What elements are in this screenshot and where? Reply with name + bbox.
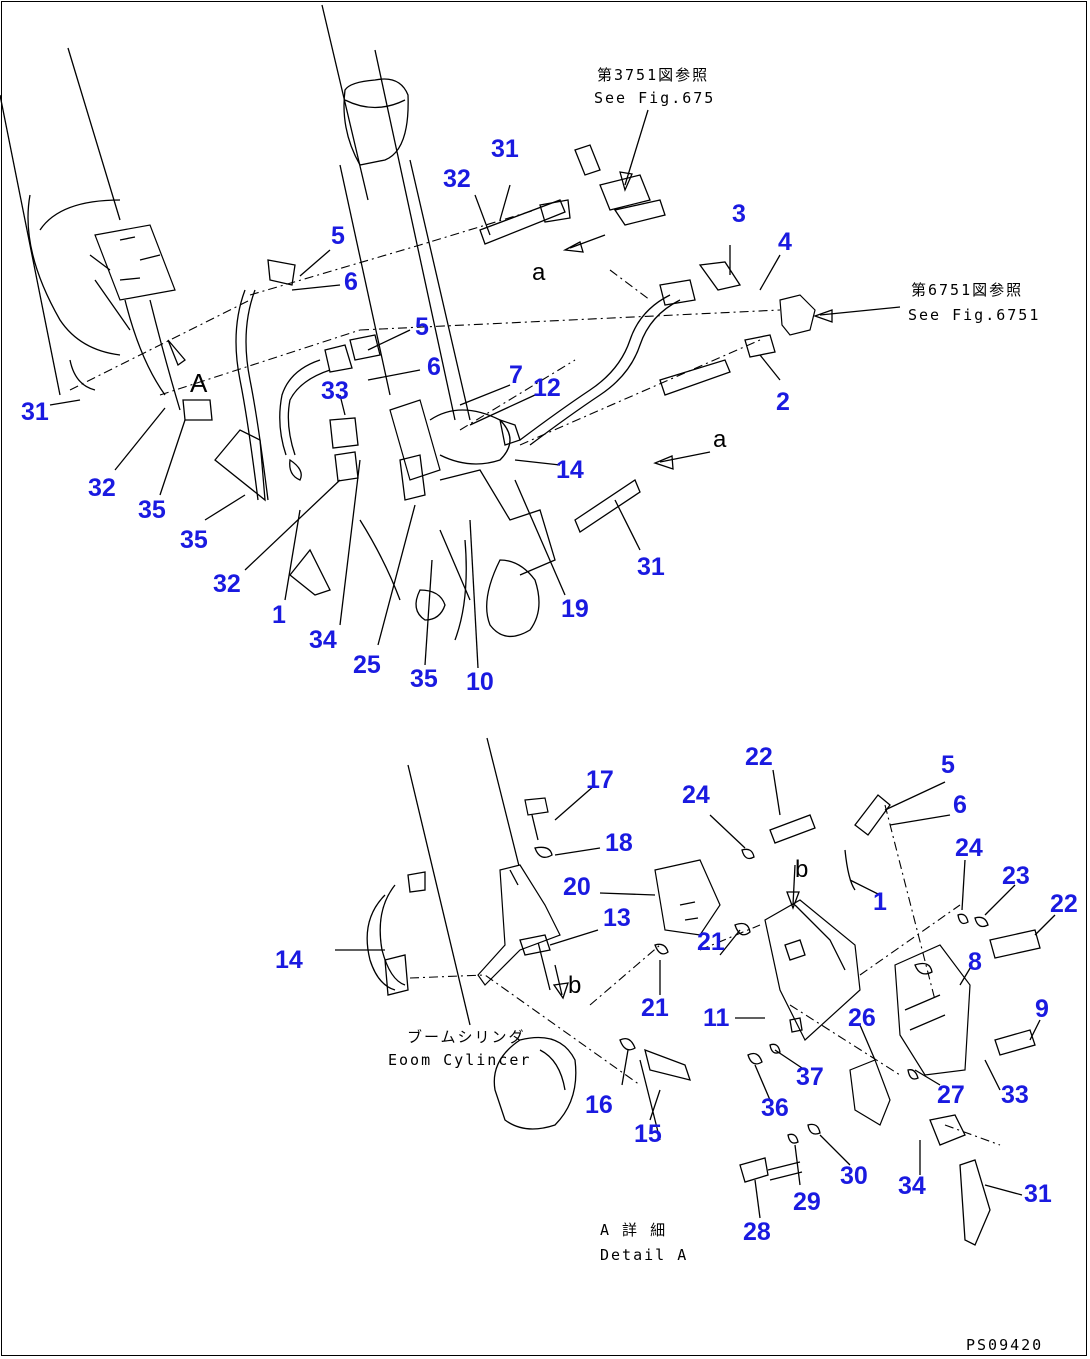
callout-upper-19: 19 (561, 595, 589, 623)
callout-lower-20: 20 (563, 873, 591, 901)
callout-lower-9: 9 (1035, 995, 1049, 1023)
callout-upper-35b: 35 (180, 526, 208, 554)
callout-upper-32a: 32 (443, 165, 471, 193)
callout-upper-6b: 6 (427, 353, 441, 381)
callout-upper-32b: 32 (88, 474, 116, 502)
callout-lower-24a: 24 (682, 781, 710, 809)
callout-lower-1: 1 (873, 888, 887, 916)
callout-upper-31b: 31 (21, 398, 49, 426)
section-mark-A: A (190, 368, 208, 398)
callout-lower-33: 33 (1001, 1081, 1029, 1109)
section-mark-b-2: b (568, 972, 581, 999)
callout-upper-5b: 5 (415, 313, 429, 341)
callout-lower-5: 5 (941, 751, 955, 779)
section-mark-b-1: b (795, 856, 808, 883)
callout-upper-7: 7 (509, 361, 523, 389)
callout-lower-21b: 21 (697, 928, 725, 956)
section-mark-a-2: a (713, 426, 727, 453)
drawing-code: PS09420 (966, 1336, 1043, 1354)
boom-cylinder-lower (407, 737, 577, 1130)
callout-upper-35a: 35 (138, 496, 166, 524)
callout-lower-21a: 21 (641, 994, 669, 1022)
callout-lower-36: 36 (761, 1094, 789, 1122)
callout-leaders-lower (335, 769, 1056, 1219)
ref-upper-jp: 第3751図参照 (597, 66, 709, 84)
callout-upper-34: 34 (309, 626, 337, 654)
callout-upper-25: 25 (353, 651, 381, 679)
ref-right-jp: 第6751図参照 (911, 281, 1023, 299)
callout-upper-33: 33 (321, 377, 349, 405)
callout-upper-32c: 32 (213, 570, 241, 598)
boom-cylinder-label-en: Eoom Cylincer (388, 1051, 531, 1069)
hose-14-lower (366, 871, 426, 996)
hoses-upper (214, 199, 742, 596)
callouts-lower: 1 5 6 8 9 11 13 14 15 16 17 18 20 21 21 … (275, 743, 1078, 1246)
callout-upper-4: 4 (778, 228, 792, 256)
parts-stack-lower (524, 794, 1041, 1246)
callout-lower-27: 27 (937, 1081, 965, 1109)
reference-arrows-upper: a a (532, 109, 901, 470)
callout-upper-31c: 31 (637, 553, 665, 581)
callout-upper-2: 2 (776, 388, 790, 416)
callout-lower-18: 18 (605, 829, 633, 857)
callout-upper-35c: 35 (410, 665, 438, 693)
callout-upper-6a: 6 (344, 268, 358, 296)
detail-label-en: Detail A (600, 1246, 688, 1264)
callout-leaders-upper (49, 184, 781, 669)
callout-lower-34: 34 (898, 1172, 926, 1200)
boom-foot-upper (182, 259, 556, 641)
callout-lower-14: 14 (275, 946, 303, 974)
leaders-upper (69, 209, 781, 446)
callout-lower-22b: 22 (1050, 890, 1078, 918)
boom-cylinder-label-jp: ブームシリンダ (407, 1028, 526, 1046)
callout-upper-3: 3 (732, 200, 746, 228)
callout-lower-6: 6 (953, 791, 967, 819)
callout-upper-12: 12 (533, 374, 561, 402)
callout-lower-17: 17 (586, 766, 614, 794)
callout-upper-14: 14 (556, 456, 584, 484)
boom-cylinder-upper (321, 4, 471, 421)
callout-lower-13: 13 (603, 904, 631, 932)
detail-label-jp: A 詳 細 (600, 1221, 667, 1239)
callout-lower-15: 15 (634, 1120, 662, 1148)
ref-right-en: See Fig.6751 (908, 306, 1040, 324)
callout-lower-30: 30 (840, 1162, 868, 1190)
callout-upper-10: 10 (466, 668, 494, 696)
callout-lower-23: 23 (1002, 862, 1030, 890)
callout-lower-8: 8 (968, 948, 982, 976)
callout-lower-28: 28 (743, 1218, 771, 1246)
callout-upper-5a: 5 (331, 222, 345, 250)
callouts-upper: 1 2 3 4 5 5 6 6 7 10 12 14 19 25 31 31 3… (21, 135, 792, 696)
callout-lower-11: 11 (703, 1004, 730, 1032)
ref-upper-en: See Fig.675 (594, 89, 715, 107)
callout-upper-31a: 31 (491, 135, 519, 163)
section-mark-a-1: a (532, 259, 546, 286)
section-arrows-b: b b (552, 856, 808, 1000)
callout-lower-16: 16 (585, 1091, 613, 1119)
callout-lower-26: 26 (848, 1004, 876, 1032)
callout-lower-22a: 22 (745, 743, 773, 771)
callout-upper-1: 1 (272, 601, 286, 629)
boom-arm-left (0, 47, 121, 396)
callout-lower-37: 37 (796, 1063, 824, 1091)
callout-lower-29: 29 (793, 1188, 821, 1216)
callout-lower-31: 31 (1024, 1180, 1052, 1208)
leaders-lower (409, 804, 1001, 1146)
callout-lower-24b: 24 (955, 834, 983, 862)
valve-block-a: A (89, 224, 208, 411)
bracket-20-lower (477, 864, 561, 986)
